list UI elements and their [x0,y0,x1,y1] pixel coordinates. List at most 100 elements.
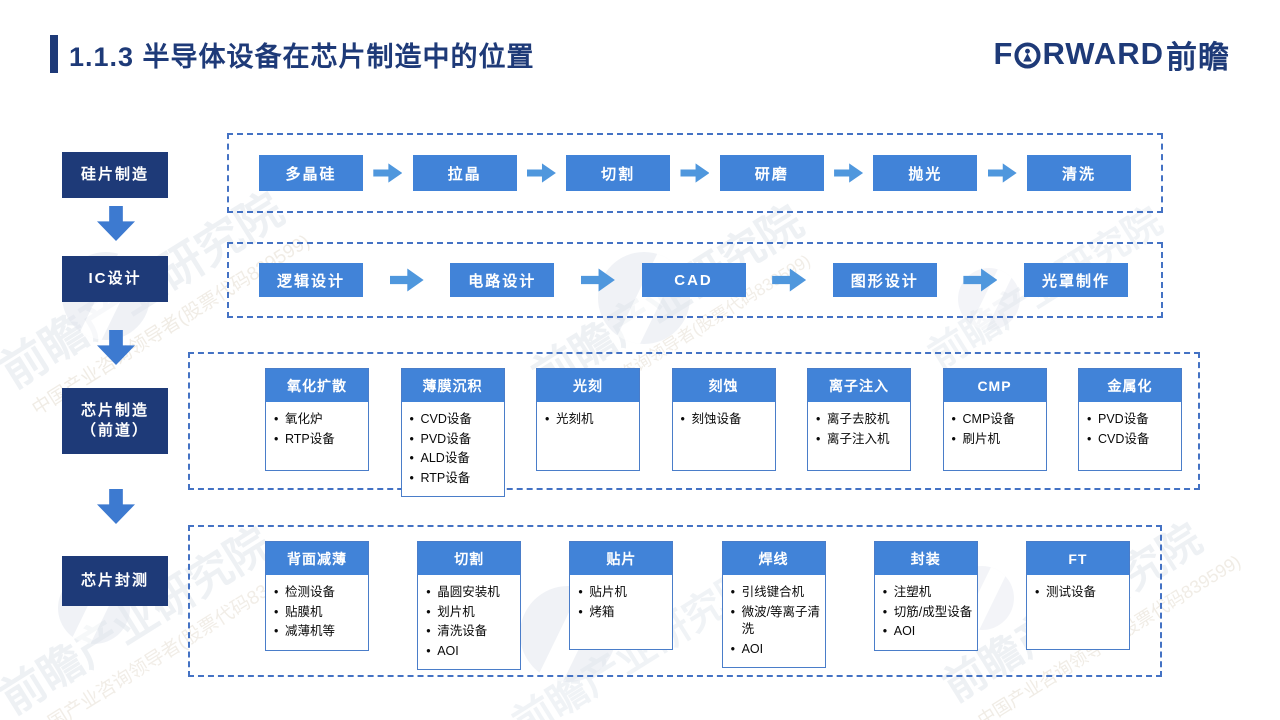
equipment-item: 离子去胶机 [814,411,907,429]
equipment-card: 光刻光刻机 [536,368,640,471]
equipment-item: 测试设备 [1033,584,1126,602]
equipment-item: 检测设备 [272,584,365,602]
equipment-item: CMP设备 [950,411,1043,429]
stage-label: 硅片制造 [80,165,149,183]
equipment-item: 贴膜机 [272,604,365,622]
equipment-item: 晶圆安装机 [424,584,517,602]
stage-label: 芯片制造 [80,401,149,419]
down-arrow-icon [97,206,135,241]
flow-step: 抛光 [873,155,978,191]
equipment-list: 刻蚀设备 [673,402,775,470]
right-arrow-icon [580,268,615,292]
equipment-list: 贴片机烤箱 [570,575,672,649]
flow-step: CAD [641,263,746,297]
logo-text-cn: 前瞻 [1166,39,1230,75]
equipment-card: 离子注入离子去胶机离子注入机 [807,368,911,471]
flow-step: 研磨 [719,155,824,191]
equipment-card: 金属化PVD设备CVD设备 [1078,368,1182,471]
equipment-list: 晶圆安装机划片机清洗设备AOI [418,575,520,669]
equipment-item: 微波/等离子清洗 [729,604,822,639]
equipment-list: 检测设备贴膜机减薄机等 [266,575,368,650]
equipment-card-title: 背面减薄 [266,542,368,575]
title-accent-bar [50,35,58,73]
equipment-item: CVD设备 [1085,431,1178,449]
equipment-item: 烤箱 [576,604,669,622]
equipment-card-title: 薄膜沉积 [401,369,504,402]
right-arrow-icon [987,163,1017,183]
equipment-item: 刷片机 [950,431,1043,449]
stage-chip-fabrication-front-end: 芯片制造 （前道） [62,388,168,454]
equipment-item: 注塑机 [881,584,974,602]
right-arrow-icon [834,163,864,183]
equipment-card-title: FT [1026,542,1129,575]
equipment-list: 注塑机切筋/成型设备AOI [875,575,977,650]
equipment-item: 引线键合机 [729,584,822,602]
equipment-list: 光刻机 [537,402,639,470]
right-arrow-icon [526,163,556,183]
stage-ic-design: IC设计 [62,256,168,302]
right-arrow-icon [373,163,403,183]
equipment-card-title: 氧化扩散 [266,369,368,402]
equipment-list: 离子去胶机离子注入机 [808,402,910,470]
equipment-item: 减薄机等 [272,623,365,641]
equipment-item: 贴片机 [576,584,669,602]
equipment-card: 切割晶圆安装机划片机清洗设备AOI [417,541,522,670]
equipment-item: 清洗设备 [424,623,517,641]
page-title: 1.1.3 半导体设备在芯片制造中的位置 [69,41,535,72]
stage-chip-packaging-testing: 芯片封测 [62,556,168,606]
right-arrow-icon [389,268,424,292]
logo-o-icon [1014,41,1042,69]
stage-label: （前道） [80,422,149,439]
header: 1.1.3 半导体设备在芯片制造中的位置 F RWARD 前瞻 [50,30,1230,78]
equipment-card: 封装注塑机切筋/成型设备AOI [873,541,978,651]
equipment-item: RTP设备 [408,470,501,488]
row-wafer-process-flow: 多晶硅 拉晶 切割 研磨 抛光 清洗 [227,133,1163,213]
right-arrow-icon [963,268,998,292]
flow-step: 切割 [566,155,671,191]
equipment-card: 薄膜沉积CVD设备PVD设备ALD设备RTP设备 [400,368,505,497]
equipment-card-title: CMP [943,369,1046,402]
equipment-list: 氧化炉 RTP设备 [266,402,368,470]
stage-wafer-manufacturing: 硅片制造 [62,152,168,198]
equipment-card: 焊线引线键合机微波/等离子清洗AOI [721,541,826,668]
equipment-card-title: 切割 [418,542,521,575]
row-packaging-test-equipment: 背面减薄检测设备贴膜机减薄机等切割晶圆安装机划片机清洗设备AOI贴片贴片机烤箱焊… [188,525,1162,677]
stage-label: 芯片封测 [80,571,149,589]
equipment-item: 离子注入机 [814,431,907,449]
flow-step: 多晶硅 [259,155,363,191]
stage-label: IC设计 [88,269,142,287]
equipment-card-title: 光刻 [537,369,639,402]
equipment-card-title: 离子注入 [808,369,910,402]
down-arrow-icon [97,330,135,365]
equipment-item: RTP设备 [272,431,365,449]
equipment-card: 背面减薄检测设备贴膜机减薄机等 [265,541,369,651]
equipment-card: 刻蚀刻蚀设备 [671,368,776,471]
equipment-card-title: 贴片 [570,542,673,575]
equipment-card: 氧化扩散氧化炉 RTP设备 [265,368,369,471]
right-arrow-icon [680,163,710,183]
equipment-list: 测试设备 [1027,575,1129,649]
flow-step: 清洗 [1026,155,1131,191]
down-arrow-icon [97,489,135,524]
flow-step: 光罩制作 [1024,263,1128,297]
equipment-item: 氧化炉 [272,411,365,429]
flow-step: 电路设计 [450,263,555,297]
equipment-card: FT 测试设备 [1025,541,1130,650]
flow-step: 拉晶 [412,155,517,191]
equipment-item: 切筋/成型设备 [881,604,974,622]
equipment-item: PVD设备 [1085,411,1178,429]
equipment-list: CMP设备刷片机 [944,402,1046,470]
equipment-card-title: 封装 [874,542,977,575]
equipment-card: 贴片贴片机烤箱 [569,541,674,650]
equipment-item: AOI [424,643,517,661]
equipment-item: AOI [729,641,822,659]
right-arrow-icon [772,268,807,292]
equipment-list: PVD设备 CVD设备 [1079,402,1181,470]
equipment-card: CMPCMP设备刷片机 [942,368,1047,471]
equipment-item: ALD设备 [408,450,501,468]
logo-text-rward: RWARD [1042,36,1164,71]
row-front-end-equipment: 氧化扩散氧化炉 RTP设备 薄膜沉积 CVD设备 PVD设备 ALD设备 RTP设备 光刻光刻… [188,352,1200,497]
equipment-item: 光刻机 [543,411,636,429]
